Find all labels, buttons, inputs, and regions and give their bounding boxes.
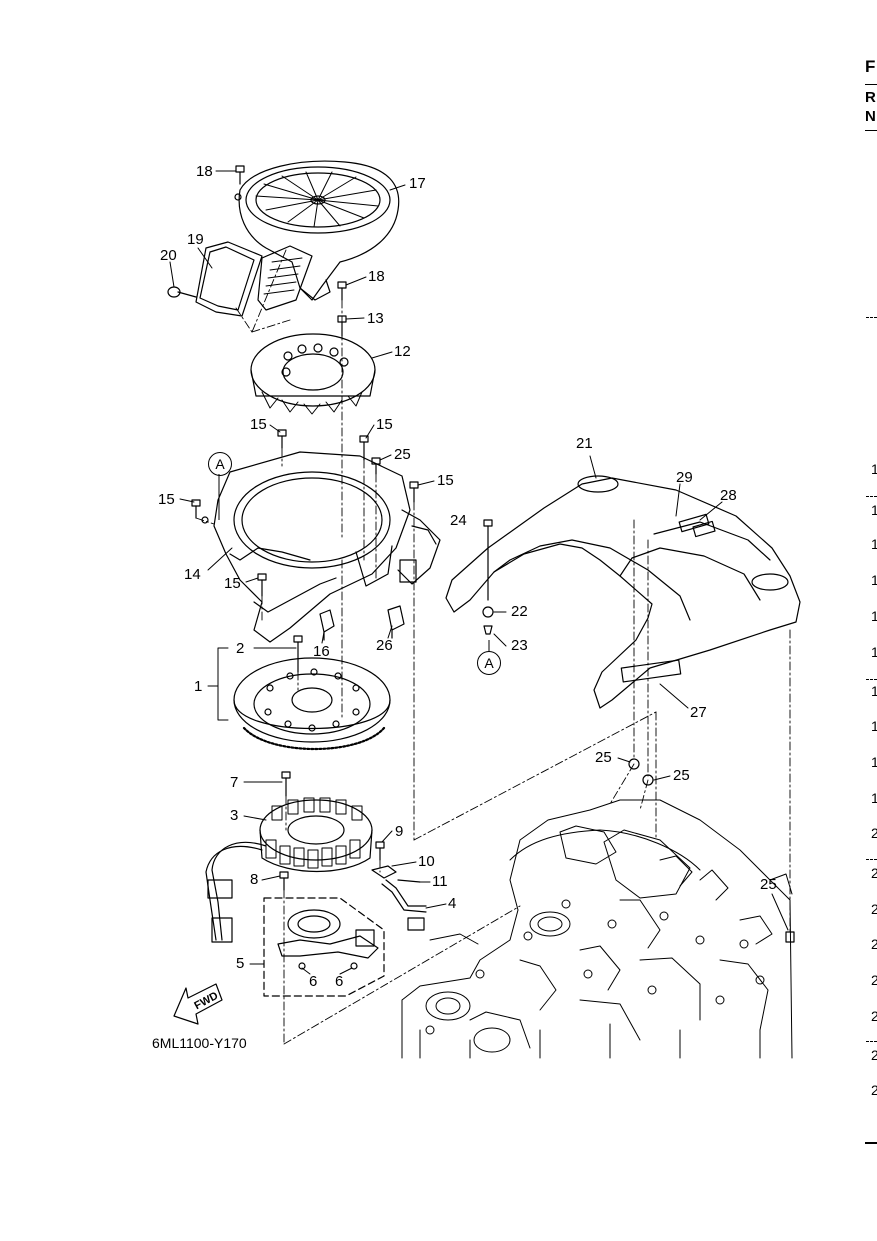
callout-25: 25: [394, 446, 411, 463]
callout-17: 17: [409, 175, 426, 192]
edge-row-mark: 1: [871, 754, 877, 770]
intake-grille-19: [195, 241, 313, 317]
callout-6: 6: [335, 973, 344, 990]
callout-15: 15: [250, 416, 267, 433]
fwd-arrow: [173, 983, 223, 1025]
callout-15: 15: [437, 472, 454, 489]
clamp-26: [387, 605, 405, 639]
edge-header-n: N: [865, 108, 876, 125]
callout-12: 12: [394, 343, 411, 360]
flywheel-cover-17: [234, 160, 400, 301]
edge-rule: [866, 496, 877, 497]
flywheel-rotor-1: [233, 657, 391, 750]
edge-row-mark: 2: [871, 865, 877, 881]
callout-24: 24: [450, 512, 467, 529]
edge-row-mark: 1: [871, 790, 877, 806]
callout-26: 26: [376, 637, 393, 654]
callout-20: 20: [160, 247, 177, 264]
callout-4: 4: [448, 895, 457, 912]
bracket-10: [371, 865, 397, 879]
flywheel-fan-12: [250, 333, 376, 415]
edge-row-mark: 2: [871, 825, 877, 841]
callout-29: 29: [676, 469, 693, 486]
callout-21: 21: [576, 435, 593, 452]
leader-lines: [169, 170, 789, 975]
edge-row-mark: 2: [871, 1008, 877, 1024]
top-cowling-21: [445, 475, 801, 709]
callout-25: 25: [760, 876, 777, 893]
pulser-coil-assembly-5: [263, 897, 385, 997]
callout-18: 18: [196, 163, 213, 180]
edge-row-mark: 2: [871, 972, 877, 988]
bolts: [191, 165, 795, 943]
edge-rule: [865, 130, 877, 131]
callout-11: 11: [432, 873, 448, 890]
callout-14: 14: [184, 566, 201, 583]
wire-lead-4: [381, 879, 427, 931]
callout-25: 25: [595, 749, 612, 766]
callout-16: 16: [313, 643, 330, 660]
reference-mark-a: A: [208, 452, 232, 476]
stator-coil-3: [205, 797, 373, 943]
callout-15: 15: [376, 416, 393, 433]
reference-mark-a: A: [477, 651, 501, 675]
clip-11: [397, 879, 421, 883]
edge-row-mark: 1: [871, 502, 877, 518]
callout-13: 13: [367, 310, 384, 327]
edge-row-mark: 1: [871, 644, 877, 660]
callout-28: 28: [720, 487, 737, 504]
callout-27: 27: [690, 704, 707, 721]
callout-9: 9: [395, 823, 404, 840]
callout-5: 5: [236, 955, 245, 972]
edge-row-mark: 2: [871, 1047, 877, 1063]
edge-row-mark: 1: [871, 572, 877, 588]
edge-row-mark: 2: [871, 1082, 877, 1098]
alignment-lines: [195, 249, 791, 1045]
callout-3: 3: [230, 807, 239, 824]
callout-10: 10: [418, 853, 435, 870]
edge-row-mark: 2: [871, 901, 877, 917]
callout-8: 8: [250, 871, 259, 888]
callout-15: 15: [224, 575, 241, 592]
callout-7: 7: [230, 774, 239, 791]
edge-rule: [865, 84, 877, 85]
edge-row-mark: 2: [871, 936, 877, 952]
edge-row-mark: 1: [871, 608, 877, 624]
edge-row-mark: 1: [871, 718, 877, 734]
reference-pointers: [218, 474, 490, 652]
callout-18: 18: [368, 268, 385, 285]
edge-rule: [865, 1142, 877, 1144]
edge-rule: [866, 317, 877, 318]
edge-row-mark: 1: [871, 683, 877, 699]
callout-6: 6: [309, 973, 318, 990]
flywheel-housing-14: [201, 451, 441, 643]
sensor-16: [319, 609, 335, 641]
edge-rule: [866, 859, 877, 860]
callout-15: 15: [158, 491, 175, 508]
callout-22: 22: [511, 603, 528, 620]
callout-25: 25: [673, 767, 690, 784]
callout-1: 1: [194, 678, 203, 695]
callout-2: 2: [236, 640, 245, 657]
callout-23: 23: [511, 637, 528, 654]
engine-block: [401, 799, 793, 1059]
edge-header-f: F: [865, 57, 876, 76]
edge-header-r: R: [865, 89, 876, 106]
edge-rule: [866, 679, 877, 680]
diagram-code: 6ML1100-Y170: [152, 1035, 247, 1051]
callout-19: 19: [187, 231, 204, 248]
edge-rule: [866, 1041, 877, 1042]
edge-row-mark: 1: [871, 461, 877, 477]
edge-row-mark: 1: [871, 536, 877, 552]
knob-20: [167, 286, 197, 298]
